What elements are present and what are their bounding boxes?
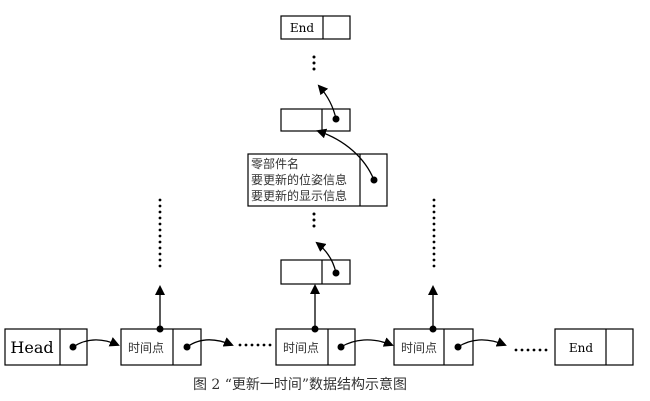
pointer-arrow [317,84,337,120]
ellipsis-dot [158,258,162,262]
ellipsis-dot [432,264,436,268]
time-node-1: 时间点 [120,285,234,366]
ellipsis-dot [514,348,518,352]
next-arrow [72,337,120,348]
ellipsis-dot [538,348,542,352]
ellipsis-dot [432,252,436,256]
ellipsis-dot [158,264,162,268]
ellipsis-dot [432,240,436,244]
ellipsis-dot [432,216,436,220]
ellipsis-dot [432,228,436,232]
vertical-ellipsis-right [432,198,436,268]
ellipsis-dot [526,348,530,352]
ellipsis-dot [158,228,162,232]
vertical-ellipsis-top [312,55,316,71]
ellipsis-dot [432,246,436,250]
head-label: Head [10,338,53,357]
next-arrow [186,337,234,348]
part-name-text: 零部件名 [251,156,299,171]
pointer-arrow [315,241,337,274]
ellipsis-dot [432,210,436,214]
ellipsis-dot [432,258,436,262]
part-info-node: 零部件名 要更新的位姿信息 要更新的显示信息 [247,128,388,207]
time-node-3: 时间点 [393,285,507,366]
ellipsis-dot [432,222,436,226]
head-node: Head [4,328,120,366]
bottom-end-label: End [569,341,593,355]
ellipsis-dot [520,348,524,352]
horizontal-ellipsis-1 [238,343,272,347]
upper-pointer-node [280,84,351,132]
ellipsis-dot [244,343,248,347]
ellipsis-dot [158,234,162,238]
ellipsis-dot [544,348,548,352]
horizontal-ellipsis-2 [514,348,548,352]
next-arrow [340,337,394,348]
ellipsis-dot [432,198,436,202]
top-end-node: End [280,15,351,40]
time-node-2: 时间点 [275,284,394,366]
display-info-text: 要更新的显示信息 [251,188,347,203]
pointer-arrow [316,128,375,181]
ellipsis-dot [432,204,436,208]
vertical-ellipsis-left [158,198,162,268]
next-arrow [457,337,507,348]
time-node-label: 时间点 [128,341,164,355]
ellipsis-dot [158,210,162,214]
ellipsis-dot [158,204,162,208]
vertical-ellipsis-middle [312,212,316,228]
lower-pointer-node [280,241,351,285]
ellipsis-dot [158,216,162,220]
ellipsis-dot [158,252,162,256]
ellipsis-dot [250,343,254,347]
pose-info-text: 要更新的位姿信息 [251,172,347,187]
ellipsis-dot [158,198,162,202]
figure-caption: 图 2 “更新一时间”数据结构示意图 [193,376,407,393]
time-node-label: 时间点 [401,341,437,355]
ellipsis-dot [262,343,266,347]
top-end-label: End [290,21,314,35]
time-node-label: 时间点 [283,341,319,355]
ellipsis-dot [158,240,162,244]
ellipsis-dot [158,222,162,226]
ellipsis-dot [158,246,162,250]
ellipsis-dot [256,343,260,347]
ellipsis-dot [432,234,436,238]
ellipsis-dot [268,343,272,347]
ellipsis-dot [238,343,242,347]
bottom-end-node: End [554,328,634,366]
ellipsis-dot [532,348,536,352]
